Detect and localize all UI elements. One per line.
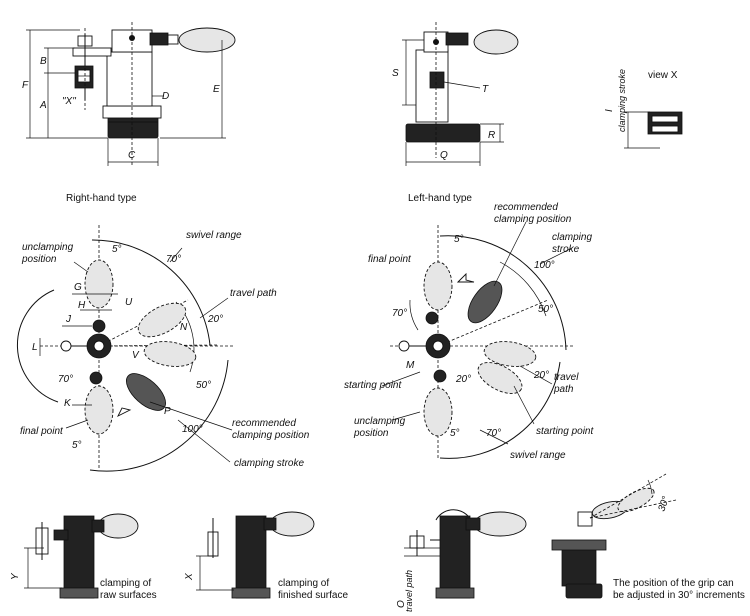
dim-E: E [213, 84, 220, 95]
label-travel-path-right: travel path [230, 288, 277, 299]
label-clamping-stroke-right: clamping stroke [234, 458, 304, 469]
angle-20-right: 20° [207, 314, 223, 325]
caption-left-hand: Left-hand type [408, 193, 472, 204]
dim-J: J [65, 314, 72, 325]
dim-O: O [396, 600, 407, 608]
dim-S: S [392, 68, 399, 79]
dim-D: D [162, 91, 169, 102]
angle-100-left: 100° [534, 260, 555, 271]
caption-view-x: view X [648, 70, 678, 81]
angle-20-left-a: 20° [533, 370, 549, 381]
dim-L: L [32, 342, 38, 353]
dim-T: T [482, 84, 489, 95]
dim-F: F [22, 80, 29, 91]
dim-U: U [125, 297, 133, 308]
dim-R: R [488, 130, 495, 141]
dim-K: K [64, 398, 72, 409]
dim-N: N [180, 322, 188, 333]
label-starting-point-left-a: starting point [344, 380, 402, 391]
left-hand-side-view: S T R Q [392, 22, 519, 166]
travel-path-figure: O travel path [396, 509, 527, 612]
label-swivel-range-right: swivel range [186, 230, 242, 241]
angle-70-top-right: 70° [166, 254, 181, 265]
angle-70-left: 70° [392, 308, 407, 319]
dim-A: A [39, 100, 47, 111]
dim-I: I [604, 109, 615, 112]
caption-right-hand: Right-hand type [66, 193, 137, 204]
view-x-detail: view X I clamping stroke [604, 69, 683, 149]
angle-5-bottom-left: 5° [450, 428, 460, 439]
angle-5-top-left: 5° [454, 234, 464, 245]
dim-G: G [74, 282, 82, 293]
dim-P: P [164, 406, 171, 417]
label-starting-point-left-b: starting point [536, 426, 594, 437]
dim-M: M [406, 360, 415, 371]
angle-5-top-right: 5° [112, 244, 122, 255]
label-clamping-stroke-view-x: clamping stroke [617, 69, 627, 132]
dim-H: H [78, 300, 86, 311]
dim-X: X [184, 573, 195, 581]
label-final-point-right: final point [20, 426, 64, 437]
angle-5-bottom-right: 5° [72, 440, 82, 451]
mark-view-x: "X" [62, 96, 76, 107]
angle-70-bottom-left: 70° [486, 428, 501, 439]
angle-50-right: 50° [196, 380, 211, 391]
dim-C: C [128, 150, 136, 161]
label-swivel-range-left: swivel range [510, 450, 566, 461]
dim-V: V [132, 350, 140, 361]
angle-30: 30° [656, 495, 672, 513]
right-hand-side-view: F B A "X" D E C [22, 22, 236, 166]
angle-20-left-b: 20° [455, 374, 471, 385]
dim-B: B [40, 56, 47, 67]
angle-70-left-right: 70° [58, 374, 73, 385]
label-final-point-left: final point [368, 254, 412, 265]
angle-50-left: 50° [538, 304, 553, 315]
dim-Y: Y [10, 572, 21, 580]
dim-Q: Q [440, 150, 448, 161]
label-travel-path-vertical: travel path [404, 570, 414, 612]
angle-100-right: 100° [182, 424, 203, 435]
